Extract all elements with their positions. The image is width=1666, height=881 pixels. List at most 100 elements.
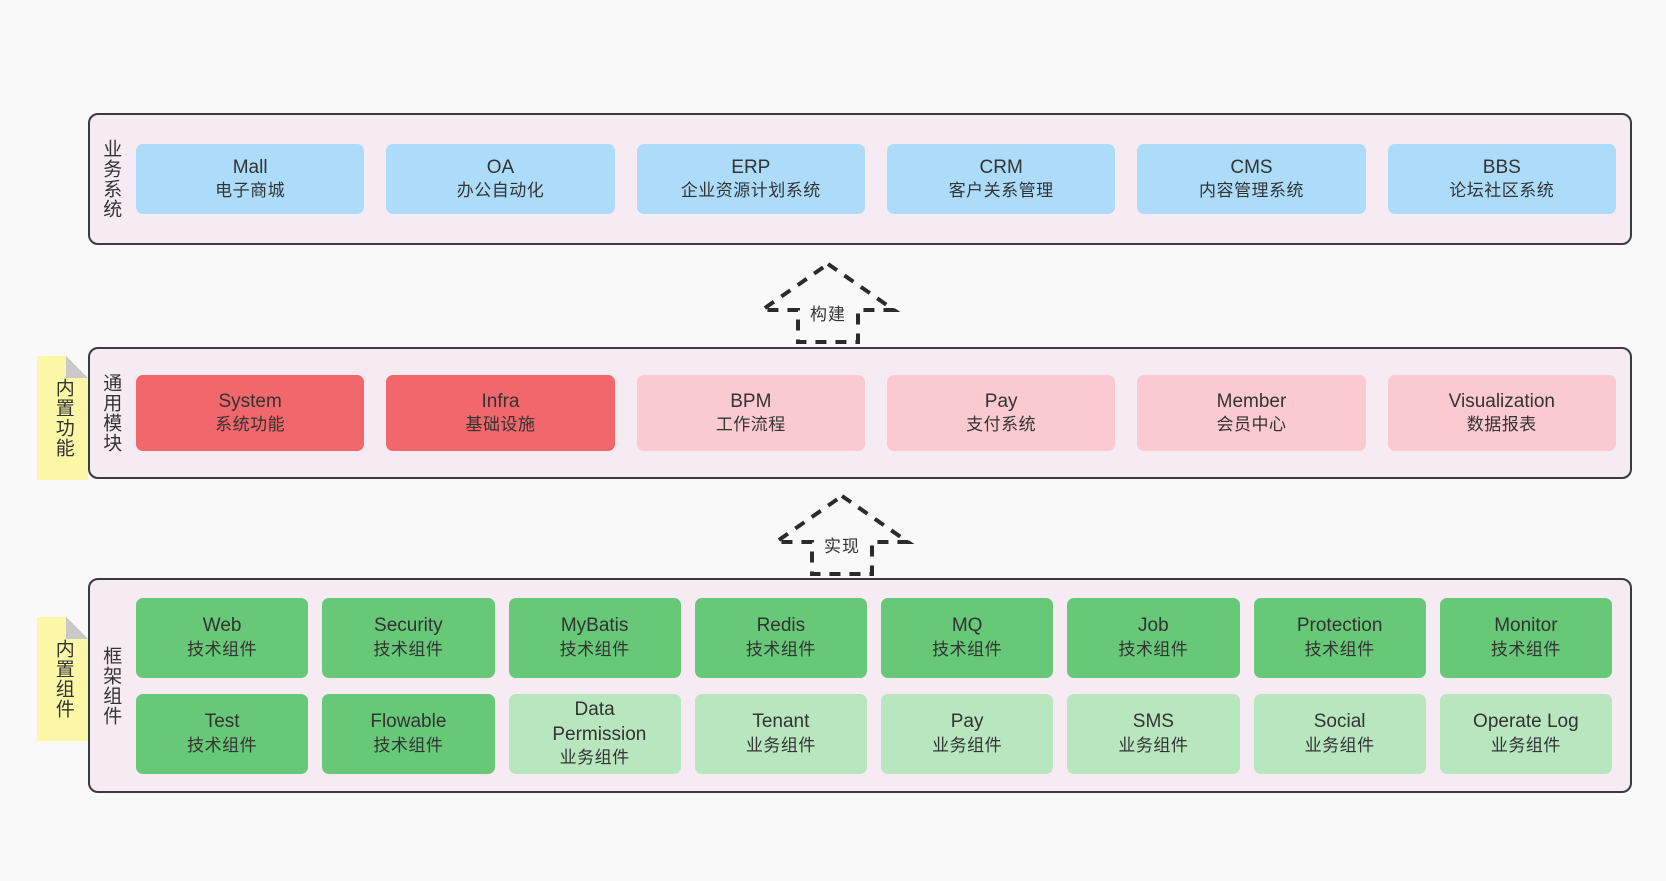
card-title: System bbox=[218, 390, 282, 412]
card-subtitle: 客户关系管理 bbox=[948, 181, 1054, 201]
card-title: BBS bbox=[1482, 156, 1521, 178]
card-visualization[interactable]: Visualization 数据报表 bbox=[1387, 375, 1616, 451]
card-subtitle: 基础设施 bbox=[465, 415, 536, 435]
layer-body-common-modules: System 系统功能 Infra 基础设施 BPM 工作流程 Pay 支付系统… bbox=[130, 349, 1630, 477]
card-subtitle: 技术组件 bbox=[187, 735, 258, 755]
card-test[interactable]: Test 技术组件 bbox=[136, 693, 309, 774]
card-flowable[interactable]: Flowable 技术组件 bbox=[322, 693, 495, 774]
card-title: Protection bbox=[1296, 615, 1383, 637]
sticky-note-builtin-features: 内置功能 bbox=[37, 356, 88, 480]
card-sms[interactable]: SMS 业务组件 bbox=[1067, 693, 1240, 774]
card-subtitle: 工作流程 bbox=[715, 415, 786, 435]
card-subtitle: 系统功能 bbox=[215, 415, 286, 435]
card-title: BPM bbox=[730, 390, 772, 412]
card-title: Visualization bbox=[1448, 390, 1555, 412]
card-title: MQ bbox=[951, 615, 983, 637]
card-subtitle: 内容管理系统 bbox=[1198, 181, 1304, 201]
card-redis[interactable]: Redis 技术组件 bbox=[694, 597, 867, 678]
card-subtitle: 论坛社区系统 bbox=[1449, 181, 1555, 201]
card-title: Infra bbox=[481, 390, 520, 412]
card-subtitle: 技术组件 bbox=[559, 639, 630, 659]
card-subtitle: 业务组件 bbox=[1304, 735, 1375, 755]
arrow-implement-label: 实现 bbox=[822, 532, 862, 557]
card-subtitle: 会员中心 bbox=[1216, 415, 1287, 435]
card-subtitle: 业务组件 bbox=[745, 735, 816, 755]
card-operate-log[interactable]: Operate Log 业务组件 bbox=[1439, 693, 1612, 774]
layer-body-business-systems: Mall 电子商城 OA 办公自动化 ERP 企业资源计划系统 CRM 客户关系… bbox=[130, 115, 1630, 243]
card-title: Test bbox=[204, 711, 240, 733]
sticky-note-builtin-components: 内置组件 bbox=[37, 617, 88, 741]
card-oa[interactable]: OA 办公自动化 bbox=[386, 144, 615, 214]
arrow-implement: 实现 bbox=[769, 493, 915, 576]
card-bbs[interactable]: BBS 论坛社区系统 bbox=[1387, 144, 1616, 214]
card-member[interactable]: Member 会员中心 bbox=[1137, 375, 1366, 451]
card-system[interactable]: System 系统功能 bbox=[136, 375, 365, 451]
card-title: ERP bbox=[731, 156, 771, 178]
card-title: Operate Log bbox=[1473, 711, 1579, 733]
card-job[interactable]: Job 技术组件 bbox=[1067, 597, 1240, 678]
card-protection[interactable]: Protection 技术组件 bbox=[1253, 597, 1426, 678]
card-title: Pay bbox=[950, 711, 984, 733]
card-subtitle: 技术组件 bbox=[745, 639, 816, 659]
card-row: Test 技术组件 Flowable 技术组件 Data Permission … bbox=[136, 693, 1612, 774]
card-web[interactable]: Web 技术组件 bbox=[136, 597, 309, 678]
card-title: CRM bbox=[979, 156, 1023, 178]
card-data-permission[interactable]: Data Permission 业务组件 bbox=[508, 693, 681, 774]
card-row: Web 技术组件 Security 技术组件 MyBatis 技术组件 Redi… bbox=[136, 597, 1612, 678]
card-title: Flowable bbox=[370, 711, 447, 733]
layer-business-systems: 业务系统 Mall 电子商城 OA 办公自动化 ERP 企业资源计划系统 CRM… bbox=[88, 113, 1632, 245]
card-pay-business[interactable]: Pay 业务组件 bbox=[881, 693, 1054, 774]
card-mq[interactable]: MQ 技术组件 bbox=[881, 597, 1054, 678]
layer-label-framework-components: 框架组件 bbox=[100, 645, 122, 726]
card-subtitle: 业务组件 bbox=[932, 735, 1003, 755]
sticky-note-label: 内置功能 bbox=[52, 378, 74, 458]
card-title: SMS bbox=[1132, 711, 1174, 733]
card-subtitle: 企业资源计划系统 bbox=[680, 181, 821, 201]
card-tenant[interactable]: Tenant 业务组件 bbox=[694, 693, 867, 774]
card-subtitle: 技术组件 bbox=[1118, 639, 1189, 659]
card-subtitle: 技术组件 bbox=[373, 735, 444, 755]
card-subtitle: 电子商城 bbox=[215, 181, 286, 201]
card-title: Data Permission bbox=[552, 699, 647, 745]
card-erp[interactable]: ERP 企业资源计划系统 bbox=[636, 144, 865, 214]
layer-framework-components: 框架组件 Web 技术组件 Security 技术组件 MyBatis 技术组件… bbox=[88, 578, 1632, 793]
card-title: Pay bbox=[984, 390, 1018, 412]
card-subtitle: 业务组件 bbox=[1490, 735, 1561, 755]
card-monitor[interactable]: Monitor 技术组件 bbox=[1439, 597, 1612, 678]
card-subtitle: 技术组件 bbox=[932, 639, 1003, 659]
card-bpm[interactable]: BPM 工作流程 bbox=[636, 375, 865, 451]
card-subtitle: 技术组件 bbox=[373, 639, 444, 659]
card-title: Security bbox=[374, 615, 443, 637]
card-title: Mall bbox=[232, 156, 268, 178]
card-title: MyBatis bbox=[560, 615, 629, 637]
card-security[interactable]: Security 技术组件 bbox=[322, 597, 495, 678]
card-subtitle: 办公自动化 bbox=[456, 181, 545, 201]
layer-common-modules: 通用模块 System 系统功能 Infra 基础设施 BPM 工作流程 Pay… bbox=[88, 347, 1632, 479]
card-title: Social bbox=[1313, 711, 1366, 733]
sticky-note-label: 内置组件 bbox=[52, 639, 74, 719]
layer-label-common-modules: 通用模块 bbox=[100, 373, 122, 453]
card-subtitle: 支付系统 bbox=[966, 415, 1037, 435]
arrow-build-label: 构建 bbox=[808, 300, 848, 325]
card-subtitle: 业务组件 bbox=[1118, 735, 1189, 755]
card-title: Tenant bbox=[752, 711, 810, 733]
card-pay[interactable]: Pay 支付系统 bbox=[886, 375, 1116, 451]
card-subtitle: 技术组件 bbox=[1304, 639, 1375, 659]
card-cms[interactable]: CMS 内容管理系统 bbox=[1137, 144, 1366, 214]
card-title: Monitor bbox=[1494, 615, 1558, 637]
card-infra[interactable]: Infra 基础设施 bbox=[386, 375, 615, 451]
card-subtitle: 技术组件 bbox=[1490, 639, 1561, 659]
arrow-build: 构建 bbox=[755, 261, 901, 344]
card-mybatis[interactable]: MyBatis 技术组件 bbox=[508, 597, 681, 678]
layer-label-business-systems: 业务系统 bbox=[100, 139, 122, 219]
layer-body-framework-components: Web 技术组件 Security 技术组件 MyBatis 技术组件 Redi… bbox=[130, 580, 1630, 791]
card-crm[interactable]: CRM 客户关系管理 bbox=[886, 144, 1116, 214]
card-title: Redis bbox=[756, 615, 806, 637]
card-row: Mall 电子商城 OA 办公自动化 ERP 企业资源计划系统 CRM 客户关系… bbox=[136, 144, 1616, 214]
card-title: CMS bbox=[1230, 156, 1273, 178]
card-title: Job bbox=[1138, 615, 1169, 637]
card-social[interactable]: Social 业务组件 bbox=[1253, 693, 1426, 774]
card-mall[interactable]: Mall 电子商城 bbox=[136, 144, 365, 214]
card-title: Member bbox=[1216, 390, 1287, 412]
